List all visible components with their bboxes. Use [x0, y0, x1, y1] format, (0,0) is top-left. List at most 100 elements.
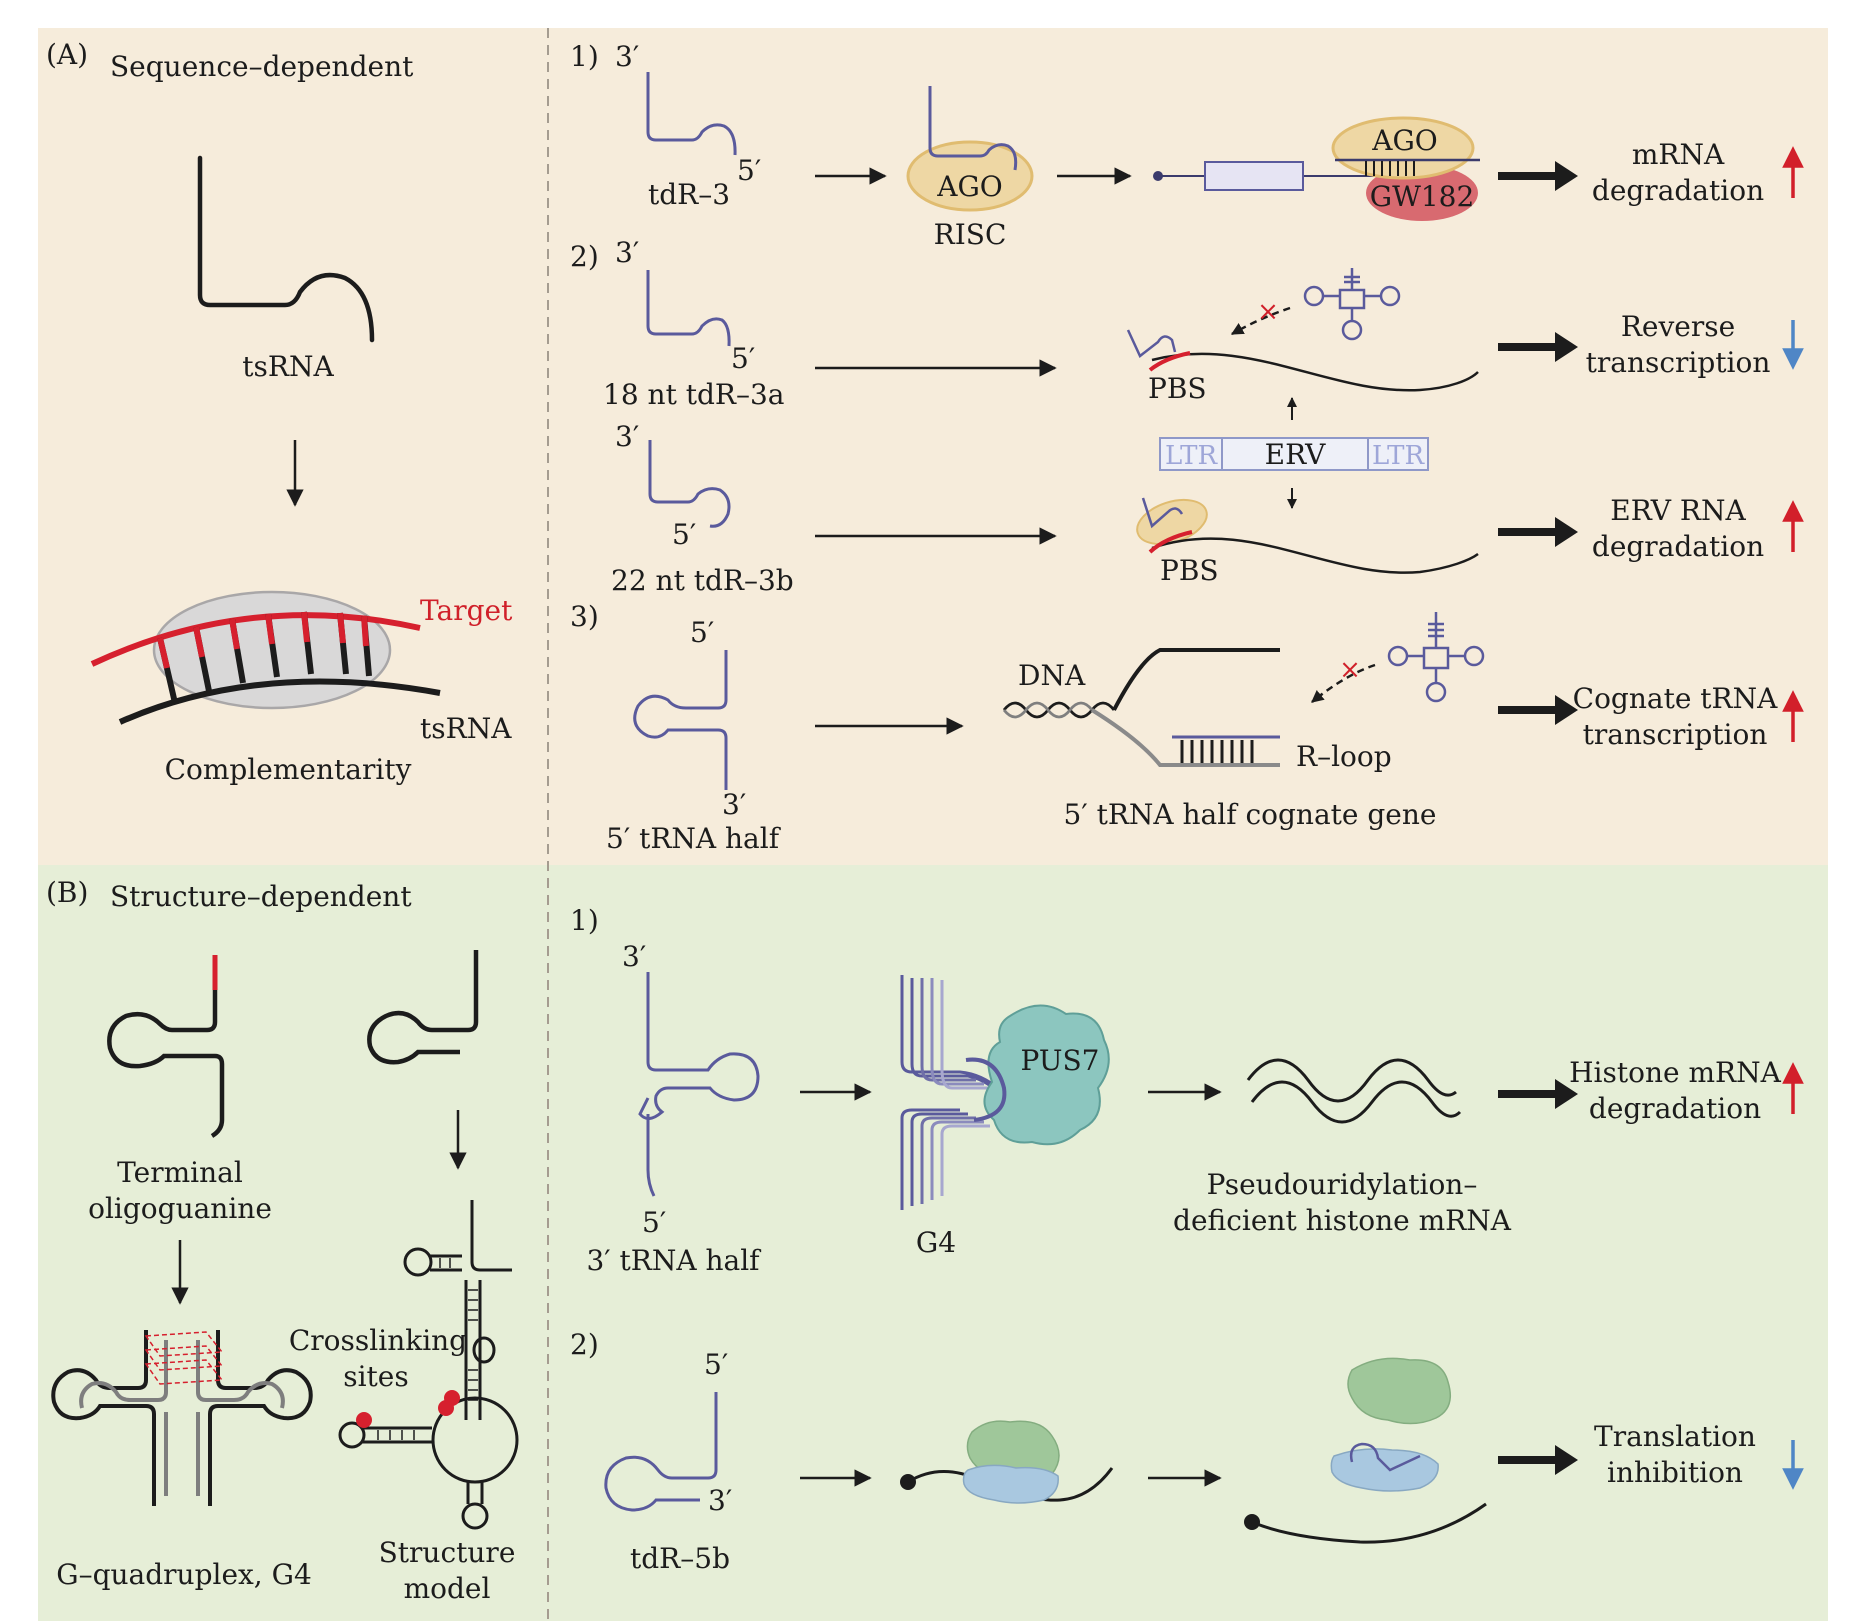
ltr-right-label: LTR — [1372, 441, 1425, 471]
structure-model — [338, 1200, 519, 1530]
dna-helix-1 — [1002, 701, 1116, 719]
row-b1-number: 1) — [570, 904, 599, 937]
structure-input-glyph — [367, 950, 479, 1065]
oligoguanine-glyph — [107, 955, 225, 1138]
trend-down-arrow-a2-1 — [1782, 320, 1804, 370]
risc-label: RISC — [934, 218, 1007, 251]
dna-label: DNA — [1018, 659, 1086, 692]
crosslink-label-1: Crosslinking — [289, 1324, 467, 1357]
mrna-cds-box — [1204, 161, 1304, 191]
trend-up-arrow-b1 — [1782, 1062, 1804, 1114]
blocked-rt-arrow-1 — [1230, 306, 1291, 336]
tsrna-label-2: tsRNA — [420, 712, 512, 745]
rloop-label: R–loop — [1296, 740, 1392, 773]
trend-down-arrow-b2 — [1782, 1440, 1804, 1490]
terminal-label-2: oligoguanine — [88, 1192, 272, 1225]
crosslink-site-3 — [356, 1412, 372, 1428]
ribosome-small-subunit-2 — [1330, 1448, 1439, 1492]
pus7-protein — [983, 1004, 1110, 1146]
complementarity-caption: Complementarity — [165, 753, 412, 786]
row-a1-number: 1) — [570, 40, 599, 73]
tdr3a-glyph — [646, 270, 731, 347]
pbs-transcript-top — [1151, 352, 1479, 392]
panel-a-tag: (A) — [46, 38, 88, 71]
tsrna-strand — [118, 678, 441, 725]
trna-half-3-glyph — [638, 972, 760, 1197]
outcome-a1-line1: mRNA — [1632, 138, 1725, 171]
g4-caption: G–quadruplex, G4 — [56, 1558, 312, 1591]
histone-mrna-2 — [1250, 1080, 1462, 1124]
ago-risc — [906, 140, 1034, 212]
tdr3b-3prime: 3′ — [615, 420, 639, 453]
outcome-a2-1-line1: Reverse — [1621, 310, 1735, 343]
panel-a-heading: Sequence–dependent — [110, 50, 414, 83]
terminal-label-1: Terminal — [117, 1156, 243, 1189]
outcome-arrow-a2-2 — [1498, 517, 1578, 547]
half5-name: 5′ tRNA half — [606, 822, 782, 855]
outcome-a3-line2: transcription — [1583, 718, 1768, 751]
tdr3b-5prime: 5′ — [672, 518, 696, 551]
outcome-a2-2-line1: ERV RNA — [1610, 494, 1746, 527]
outcome-b1-line1: Histone mRNA — [1569, 1056, 1781, 1089]
tdr3a-5prime: 5′ — [731, 342, 755, 375]
histone-caption-2: deficient histone mRNA — [1173, 1204, 1512, 1237]
dna-bottom-strand — [1090, 708, 1280, 767]
outcome-a3-line1: Cognate tRNA — [1573, 682, 1778, 715]
cognate-gene-caption: 5′ tRNA half cognate gene — [1064, 798, 1437, 831]
blocked-arrow-a3 — [1311, 663, 1376, 703]
risc-tsrna-glyph — [928, 86, 1018, 171]
outcome-a2-2-line2: degradation — [1592, 530, 1764, 563]
pbs-transcript-bottom — [1151, 537, 1479, 574]
histone-caption-1: Pseudouridylation– — [1207, 1168, 1478, 1201]
outcome-arrow-a2-1 — [1498, 332, 1578, 362]
pbs-label-1: PBS — [1148, 372, 1207, 405]
trna-icon-2 — [1387, 612, 1485, 703]
tdr3b-name: 22 nt tdR–3b — [611, 564, 794, 597]
trend-up-arrow-a2-2 — [1782, 500, 1804, 552]
structure-model-rungs — [377, 1258, 478, 1440]
pus7-pocket-strand — [965, 1057, 1007, 1122]
small-tsrna-top — [1126, 329, 1177, 358]
trend-up-arrow-a1 — [1782, 146, 1804, 198]
target-label: Target — [420, 594, 513, 627]
g4-dimer — [51, 1330, 313, 1506]
erv-label: ERV — [1265, 438, 1327, 471]
g4-label: G4 — [916, 1226, 956, 1259]
pbs-red-bottom — [1148, 530, 1193, 554]
tdr3a-name: 18 nt tdR–3a — [603, 378, 784, 411]
crosslink-label-2: sites — [343, 1360, 409, 1393]
row-a3-number: 3) — [570, 600, 599, 633]
small-tsrna-bottom — [1141, 497, 1184, 529]
outcome-arrow-b1 — [1498, 1079, 1578, 1109]
gw182-label: GW182 — [1370, 180, 1475, 213]
base-pairs — [157, 611, 372, 704]
half3-3prime: 3′ — [622, 940, 646, 973]
released-mrna — [1251, 1502, 1487, 1544]
row-a1-5prime: 5′ — [737, 154, 761, 187]
block-mark-2: × — [1339, 655, 1361, 685]
ago-label-2: AGO — [1371, 124, 1438, 157]
tsrna-label: tsRNA — [242, 350, 334, 383]
tdr5b-3prime: 3′ — [708, 1484, 732, 1517]
outcome-b2-line2: inhibition — [1607, 1456, 1743, 1489]
pus7-label: PUS7 — [1021, 1044, 1100, 1077]
outcome-b2-line1: Translation — [1594, 1420, 1756, 1453]
tdr3-name: tdR–3 — [648, 178, 730, 211]
panel-b-heading: Structure–dependent — [110, 880, 412, 913]
tsrna-bound-ribosome — [1349, 1442, 1421, 1472]
panel-b-tag: (B) — [46, 876, 88, 909]
crosslink-site-2 — [438, 1400, 454, 1416]
ribosome-small-subunit-1 — [962, 1464, 1059, 1504]
half3-5prime: 5′ — [642, 1206, 666, 1239]
trna-half-5-glyph — [633, 650, 728, 790]
block-mark-1: × — [1257, 297, 1279, 327]
dna-helix-2 — [1002, 701, 1094, 719]
half3-name: 3′ tRNA half — [586, 1244, 762, 1277]
tdr5b-name: tdR–5b — [630, 1542, 730, 1575]
histone-mrna-1 — [1246, 1058, 1457, 1103]
pbs-label-2: PBS — [1160, 554, 1219, 587]
tdr5b-5prime: 5′ — [704, 1348, 728, 1381]
g-quartet-stack — [144, 1331, 224, 1385]
erv-box — [1159, 437, 1429, 471]
